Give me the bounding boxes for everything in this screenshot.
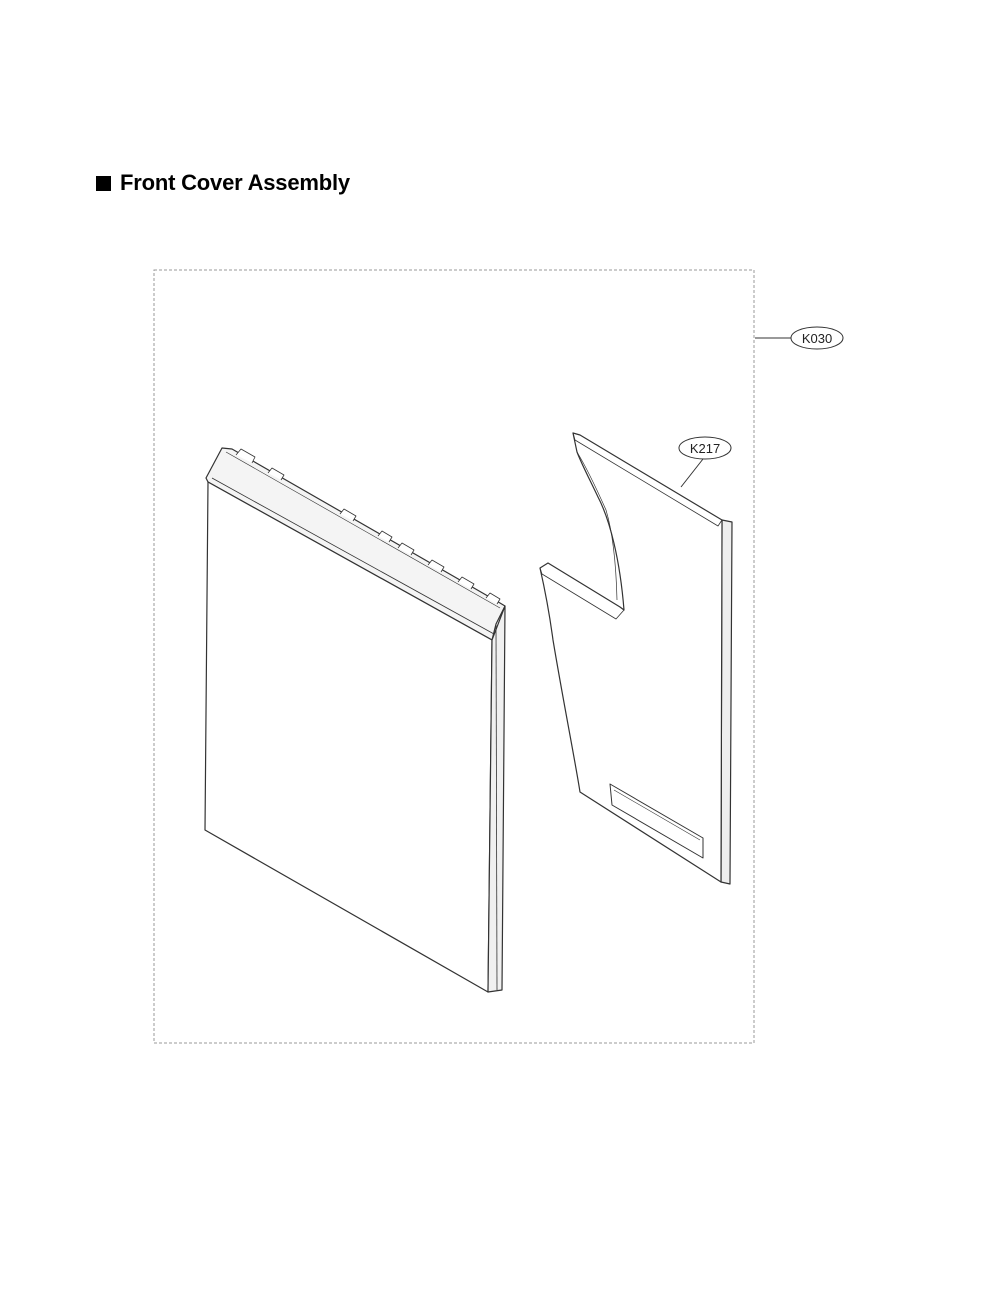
leader-line <box>680 458 704 488</box>
callout-bubble <box>678 436 732 460</box>
insulation-pad <box>539 432 733 885</box>
section-title: Front Cover Assembly <box>96 170 350 196</box>
callout-label: K030 <box>802 331 832 346</box>
callout-k030: K030 <box>755 326 844 350</box>
assembly-boundary <box>153 269 755 1044</box>
callout-label: K217 <box>690 441 720 456</box>
square-bullet-icon <box>96 175 111 191</box>
section-title-text: Front Cover Assembly <box>120 170 350 195</box>
front-cover-panel <box>204 447 506 993</box>
callout-k217: K217 <box>678 436 732 488</box>
callout-bubble <box>790 326 844 350</box>
